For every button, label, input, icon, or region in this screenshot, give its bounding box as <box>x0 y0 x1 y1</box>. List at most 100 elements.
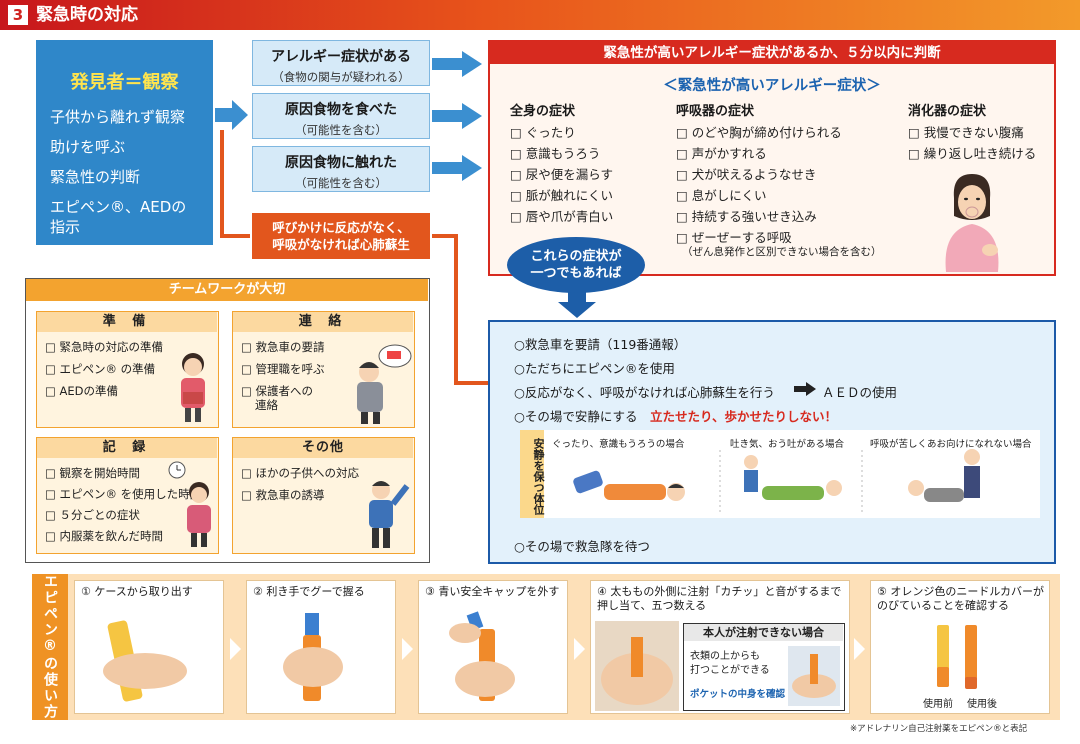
posture-caption: ぐったり、意識もうろうの場合 <box>552 439 685 450</box>
before-use-label: 使用前 <box>923 699 953 710</box>
symptom-item: □ 息がしにくい <box>676 188 767 203</box>
self-inject-unable-panel: 本人が注射できない場合 衣類の上からも 打つことができる ポケットの中身を確認 <box>683 623 845 711</box>
team-item: □ AEDの準備 <box>45 384 119 398</box>
step-chevron-icon <box>230 638 241 660</box>
finder-line: 緊急性の判断 <box>50 168 141 186</box>
team-item: □ ほかの子供への対応 <box>241 466 360 480</box>
epipen-step-4: ④ 太ももの外側に注射「カチッ」と音がするまで押し当て、五つ数える 本人が注射で… <box>590 580 850 714</box>
teamwork-box: チームワークが大切 準 備 □ 緊急時の対応の準備 □ エピペン® の準備 □ … <box>25 278 430 563</box>
urgency-subtitle: ＜緊急性が高いアレルギー症状＞ <box>663 78 881 94</box>
epipen-step-5: ⑤ オレンジ色のニードルカバーがのびていることを確認する 使用前 使用後 <box>870 580 1050 714</box>
arrow-right-icon <box>794 382 816 396</box>
aed-use: ＡＥＤの使用 <box>822 385 898 400</box>
symptom-item: □ 我慢できない腹痛 <box>908 125 1024 140</box>
trigger-ate-food: 原因食物を食べた （可能性を含む） <box>252 93 430 139</box>
symptom-item: □ 声がかすれる <box>676 146 767 161</box>
action-item: ○ただちにエピペン®を使用 <box>514 361 675 376</box>
action-item: ○救急車を要請（119番通報） <box>514 337 687 352</box>
symptom-heading: 全身の症状 <box>510 104 576 119</box>
team-item: □ 管理職を呼ぶ <box>241 362 325 376</box>
rest-posture-panel: 安静を保つ体位 ぐったり、意識もうろうの場合 吐き気、おう吐がある場合 呼吸が苦… <box>520 430 1040 518</box>
symptom-item: □ ぜーぜーする呼吸 <box>676 230 792 245</box>
footnote: ※アドレナリン自己注射薬をエピペン®と表記 <box>850 724 1028 734</box>
unable-panel-title: 本人が注射できない場合 <box>684 624 843 641</box>
line-cpr-to-action <box>432 234 498 385</box>
cpr-box: 呼びかけに反応がなく、 呼吸がなければ心肺蘇生 <box>252 213 430 259</box>
arrow-trigger1 <box>432 51 482 77</box>
symptom-item: □ 意識もうろう <box>510 146 601 161</box>
team-item: □ 救急車の誘導 <box>241 488 325 502</box>
team-item: □ 救急車の要請 <box>241 340 325 354</box>
trigger-line1: アレルギー症状がある <box>271 49 411 65</box>
section-header <box>0 0 1080 30</box>
finder-box: 発見者＝観察 子供から離れず観察 助けを呼ぶ 緊急性の判断 エピペン®、AEDの… <box>36 40 213 245</box>
remove-cap-illustration <box>449 611 515 701</box>
symptom-item: □ 尿や便を漏らす <box>510 167 614 182</box>
cpr-line1: 呼びかけに反応がなく、 <box>272 220 410 235</box>
finder-line: エピペン®、AEDの <box>50 198 187 216</box>
symptom-group-respiratory: 呼吸器の症状 □ のどや胸が締め付けられる □ 声がかすれる □ 犬が吠えるよう… <box>676 100 906 260</box>
step-chevron-icon <box>574 638 585 660</box>
symptom-item: □ 繰り返し吐き続ける <box>908 146 1037 161</box>
after-use-label: 使用後 <box>967 699 997 710</box>
section-title: 緊急時の対応 <box>36 5 138 25</box>
team-cell-heading: その他 <box>233 438 413 458</box>
step-caption: ⑤ オレンジ色のニードルカバーがのびていることを確認する <box>877 585 1045 612</box>
cpr-line2: 呼吸がなければ心肺蘇生 <box>272 237 410 252</box>
emergency-action-box: ○救急車を要請（119番通報） ○ただちにエピペン®を使用 ○反応がなく、呼吸が… <box>488 320 1056 564</box>
trigger-allergy-symptom: アレルギー症状がある （食物の関与が疑われる） <box>252 40 430 86</box>
team-item: □ 保護者への <box>241 384 314 398</box>
symptom-item: □ 唇や爪が青白い <box>510 209 614 224</box>
step-chevron-icon <box>854 638 865 660</box>
action-item: ○反応がなく、呼吸がなければ心肺蘇生を行う <box>514 385 775 400</box>
arrow-finder-to-triggers <box>215 100 248 130</box>
line-finder-to-cpr <box>220 130 250 238</box>
trigger-touched-food: 原因食物に触れた （可能性を含む） <box>252 146 430 192</box>
symptom-heading: 呼吸器の症状 <box>676 104 755 119</box>
team-item: 連絡 <box>255 398 278 412</box>
team-cell-heading: 記 録 <box>37 438 217 458</box>
do-not-stand-warning: 立たせたり、歩かせたりしない！ <box>650 409 838 424</box>
team-item: □ 観察を開始時間 <box>45 466 141 480</box>
arrow-trigger3 <box>432 155 482 181</box>
team-item: □ エピペン® の準備 <box>45 362 156 376</box>
action-item: ○その場で安静にする <box>514 409 638 424</box>
teamwork-title: チームワークが大切 <box>26 279 428 301</box>
trigger-line2: （可能性を含む） <box>295 123 387 137</box>
thigh-injection-illustration <box>595 621 679 711</box>
team-cell-prepare: 準 備 □ 緊急時の対応の準備 □ エピペン® の準備 □ AEDの準備 <box>36 311 219 428</box>
symptom-item: □ 脈が触れにくい <box>510 188 614 203</box>
injecting-other-illustration <box>788 646 840 706</box>
posture-label: 安静を保つ体位 <box>520 430 545 518</box>
symptom-item: □ 持続する強いせき込み <box>676 209 817 224</box>
arrow-oval-down <box>558 292 596 318</box>
unable-panel-line: 打つことができる <box>690 665 770 676</box>
symptom-heading: 消化器の症状 <box>908 104 987 119</box>
epipen-step-1: ① ケースから取り出す <box>74 580 224 714</box>
symptom-item: □ 犬が吠えるようなせき <box>676 167 817 182</box>
unable-panel-line: 衣類の上からも <box>690 651 760 662</box>
epipen-usage-strip: エピペン®の使い方 ① ケースから取り出す ② 利き手でグーで握る ③ 青い安全… <box>32 574 1060 720</box>
team-item: □ 緊急時の対応の準備 <box>45 340 164 354</box>
symptom-item: □ ぐったり <box>510 125 576 140</box>
step-caption: ② 利き手でグーで握る <box>253 585 365 598</box>
step-caption: ③ 青い安全キャップを外す <box>425 585 560 598</box>
posture-caption: 吐き気、おう吐がある場合 <box>730 439 845 450</box>
staff-phone-illustration <box>357 344 412 424</box>
staff-prepare-illustration <box>181 353 205 422</box>
team-item: □ 内服薬を飲んだ時間 <box>45 529 164 543</box>
finder-title: 発見者＝観察 <box>70 72 179 93</box>
needle-cover-comparison <box>937 625 977 689</box>
epipen-step-2: ② 利き手でグーで握る <box>246 580 396 714</box>
symptom-note: （ぜん息発作と区別できない場合を含む） <box>682 246 882 258</box>
action-item: ○その場で救急隊を待つ <box>514 539 650 554</box>
team-item: □ ５分ごとの症状 <box>45 508 140 522</box>
urgency-box: 緊急性が高いアレルギー症状があるか、５分以内に判断 ＜緊急性が高いアレルギー症状… <box>488 40 1056 276</box>
team-cell-heading: 準 備 <box>37 312 217 332</box>
oval-line2: 一つでもあれば <box>530 266 622 281</box>
step-caption: ① ケースから取り出す <box>81 585 193 598</box>
sick-child-illustration <box>945 174 999 272</box>
finder-line: 指示 <box>50 218 81 236</box>
check-pocket-text: ポケットの中身を確認 <box>690 689 786 700</box>
posture-caption: 呼吸が苦しくあお向けになれない場合 <box>870 439 1032 450</box>
